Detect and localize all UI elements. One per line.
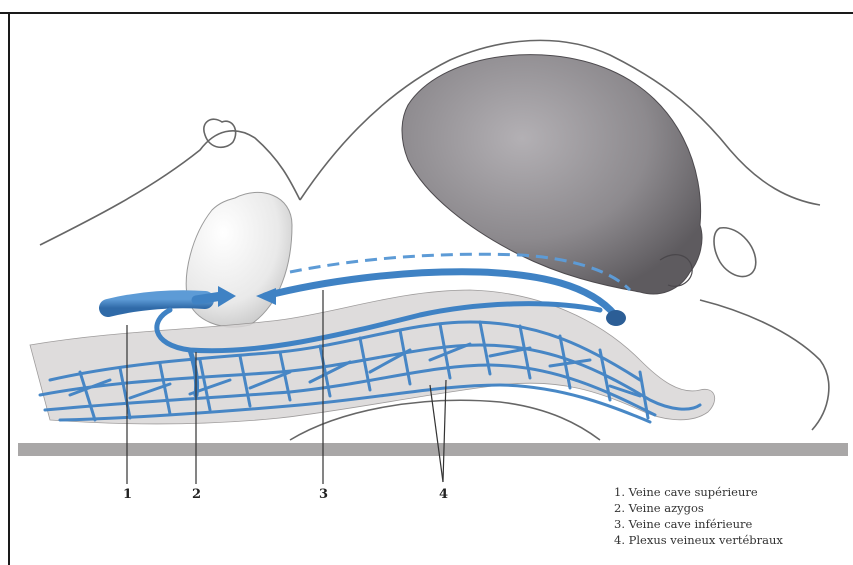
legend: 1. Veine cave supérieure 2. Veine azygos…: [614, 484, 783, 548]
callout-3: 3: [319, 487, 328, 502]
table-surface: [18, 443, 848, 456]
legend-item-4: 4. Plexus veineux vertébraux: [614, 532, 783, 548]
callout-2: 2: [192, 487, 201, 502]
callout-4: 4: [439, 487, 448, 502]
callout-1: 1: [123, 487, 132, 502]
legend-item-3: 3. Veine cave inférieure: [614, 516, 783, 532]
uterus: [402, 55, 702, 294]
legend-item-2: 2. Veine azygos: [614, 500, 783, 516]
legend-item-1: 1. Veine cave supérieure: [614, 484, 783, 500]
